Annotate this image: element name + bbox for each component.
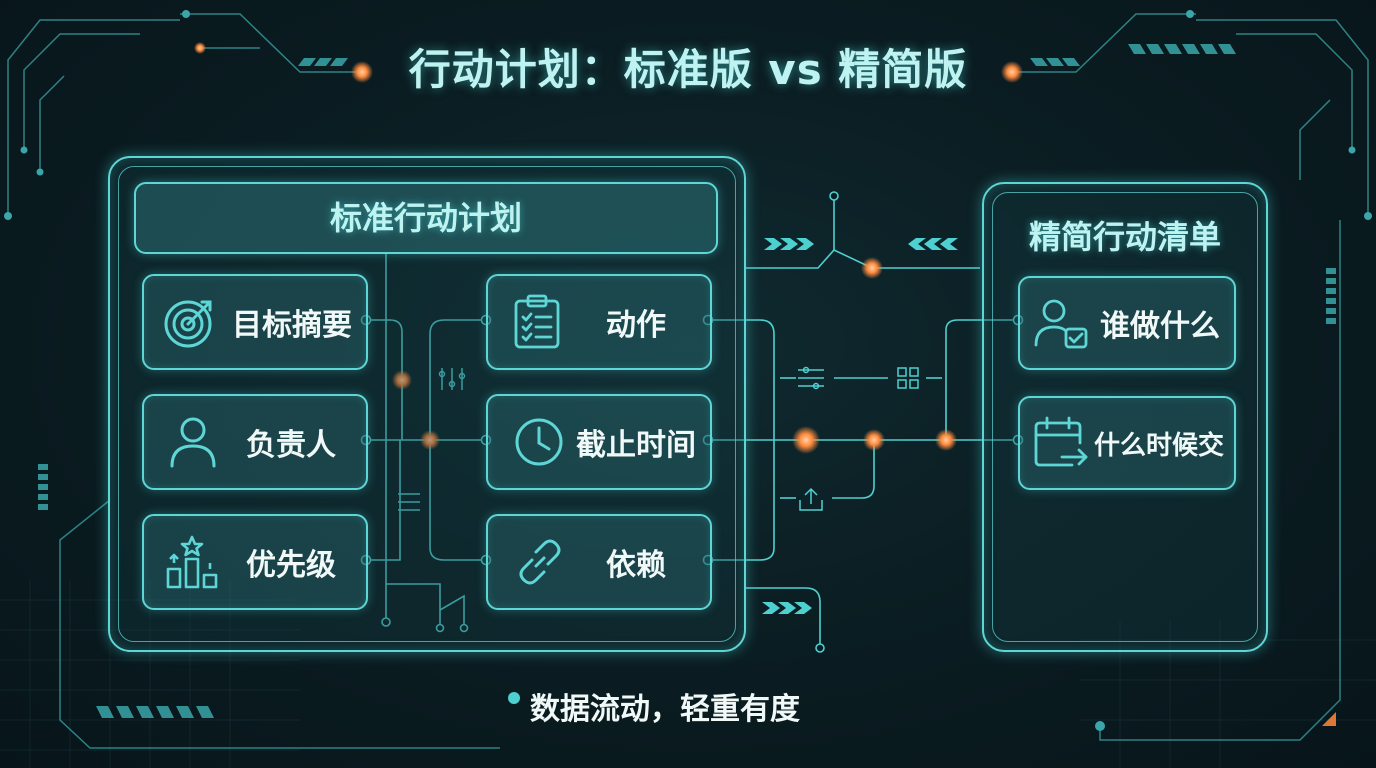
upload-tray-icon: [799, 487, 823, 511]
frame-circuit-nodes: [4, 10, 1372, 731]
card-owner[interactable]: 负责人: [142, 394, 368, 490]
card-priority-label: 优先级: [246, 548, 336, 583]
grid-apps-icon: [897, 367, 919, 389]
card-dependency-label: 依赖: [606, 548, 666, 583]
bus-mini-icons: [398, 366, 919, 511]
hatch-decorations: [38, 44, 1336, 726]
standard-plan-panel: [108, 156, 746, 652]
card-who-does-what-label: 谁做什么: [1100, 309, 1220, 344]
link-icon: [519, 539, 561, 585]
filter-icon: [798, 366, 824, 390]
orange-glow-nodes: [194, 42, 1023, 454]
footer-tagline: 数据流动，轻重有度: [530, 692, 800, 727]
target-icon: [164, 300, 212, 348]
standard-plan-inner-frame: [118, 166, 736, 642]
card-deadline-label: 截止时间: [576, 428, 696, 463]
card-when-to-deliver-label: 什么时候交: [1094, 430, 1225, 461]
lines-icon: [398, 493, 420, 511]
card-goal-summary-label: 目标摘要: [232, 308, 352, 343]
card-priority[interactable]: 优先级: [142, 514, 368, 610]
card-dependency[interactable]: 依赖: [486, 514, 712, 610]
lite-checklist-inner-frame: [992, 192, 1258, 642]
frame-circuit-lines: [7, 13, 1369, 749]
person-icon: [170, 417, 216, 468]
card-action-label: 动作: [606, 308, 666, 343]
card-action[interactable]: 动作: [486, 274, 712, 370]
grid-pattern: [0, 580, 1376, 768]
card-goal-summary[interactable]: 目标摘要: [142, 274, 368, 370]
clock-icon: [515, 418, 563, 466]
standard-plan-header: 标准行动计划: [134, 182, 718, 254]
lite-checklist-header: 精简行动清单: [1028, 218, 1221, 256]
user-check-icon: [1034, 299, 1088, 349]
clipboard-checklist-icon: [514, 294, 560, 349]
calendar-arrow-icon: [1034, 416, 1088, 467]
chevron-arrows: [762, 238, 958, 614]
priority-bars-icon: [166, 535, 218, 589]
card-deadline[interactable]: 截止时间: [486, 394, 712, 490]
page-title: 行动计划：标准版 vs 精简版: [408, 45, 968, 94]
card-who-does-what[interactable]: 谁做什么: [1018, 276, 1236, 370]
card-when-to-deliver[interactable]: 什么时候交: [1018, 396, 1236, 490]
lite-checklist-panel: [982, 182, 1268, 652]
card-owner-label: 负责人: [246, 428, 336, 463]
sliders-icon: [438, 368, 466, 390]
